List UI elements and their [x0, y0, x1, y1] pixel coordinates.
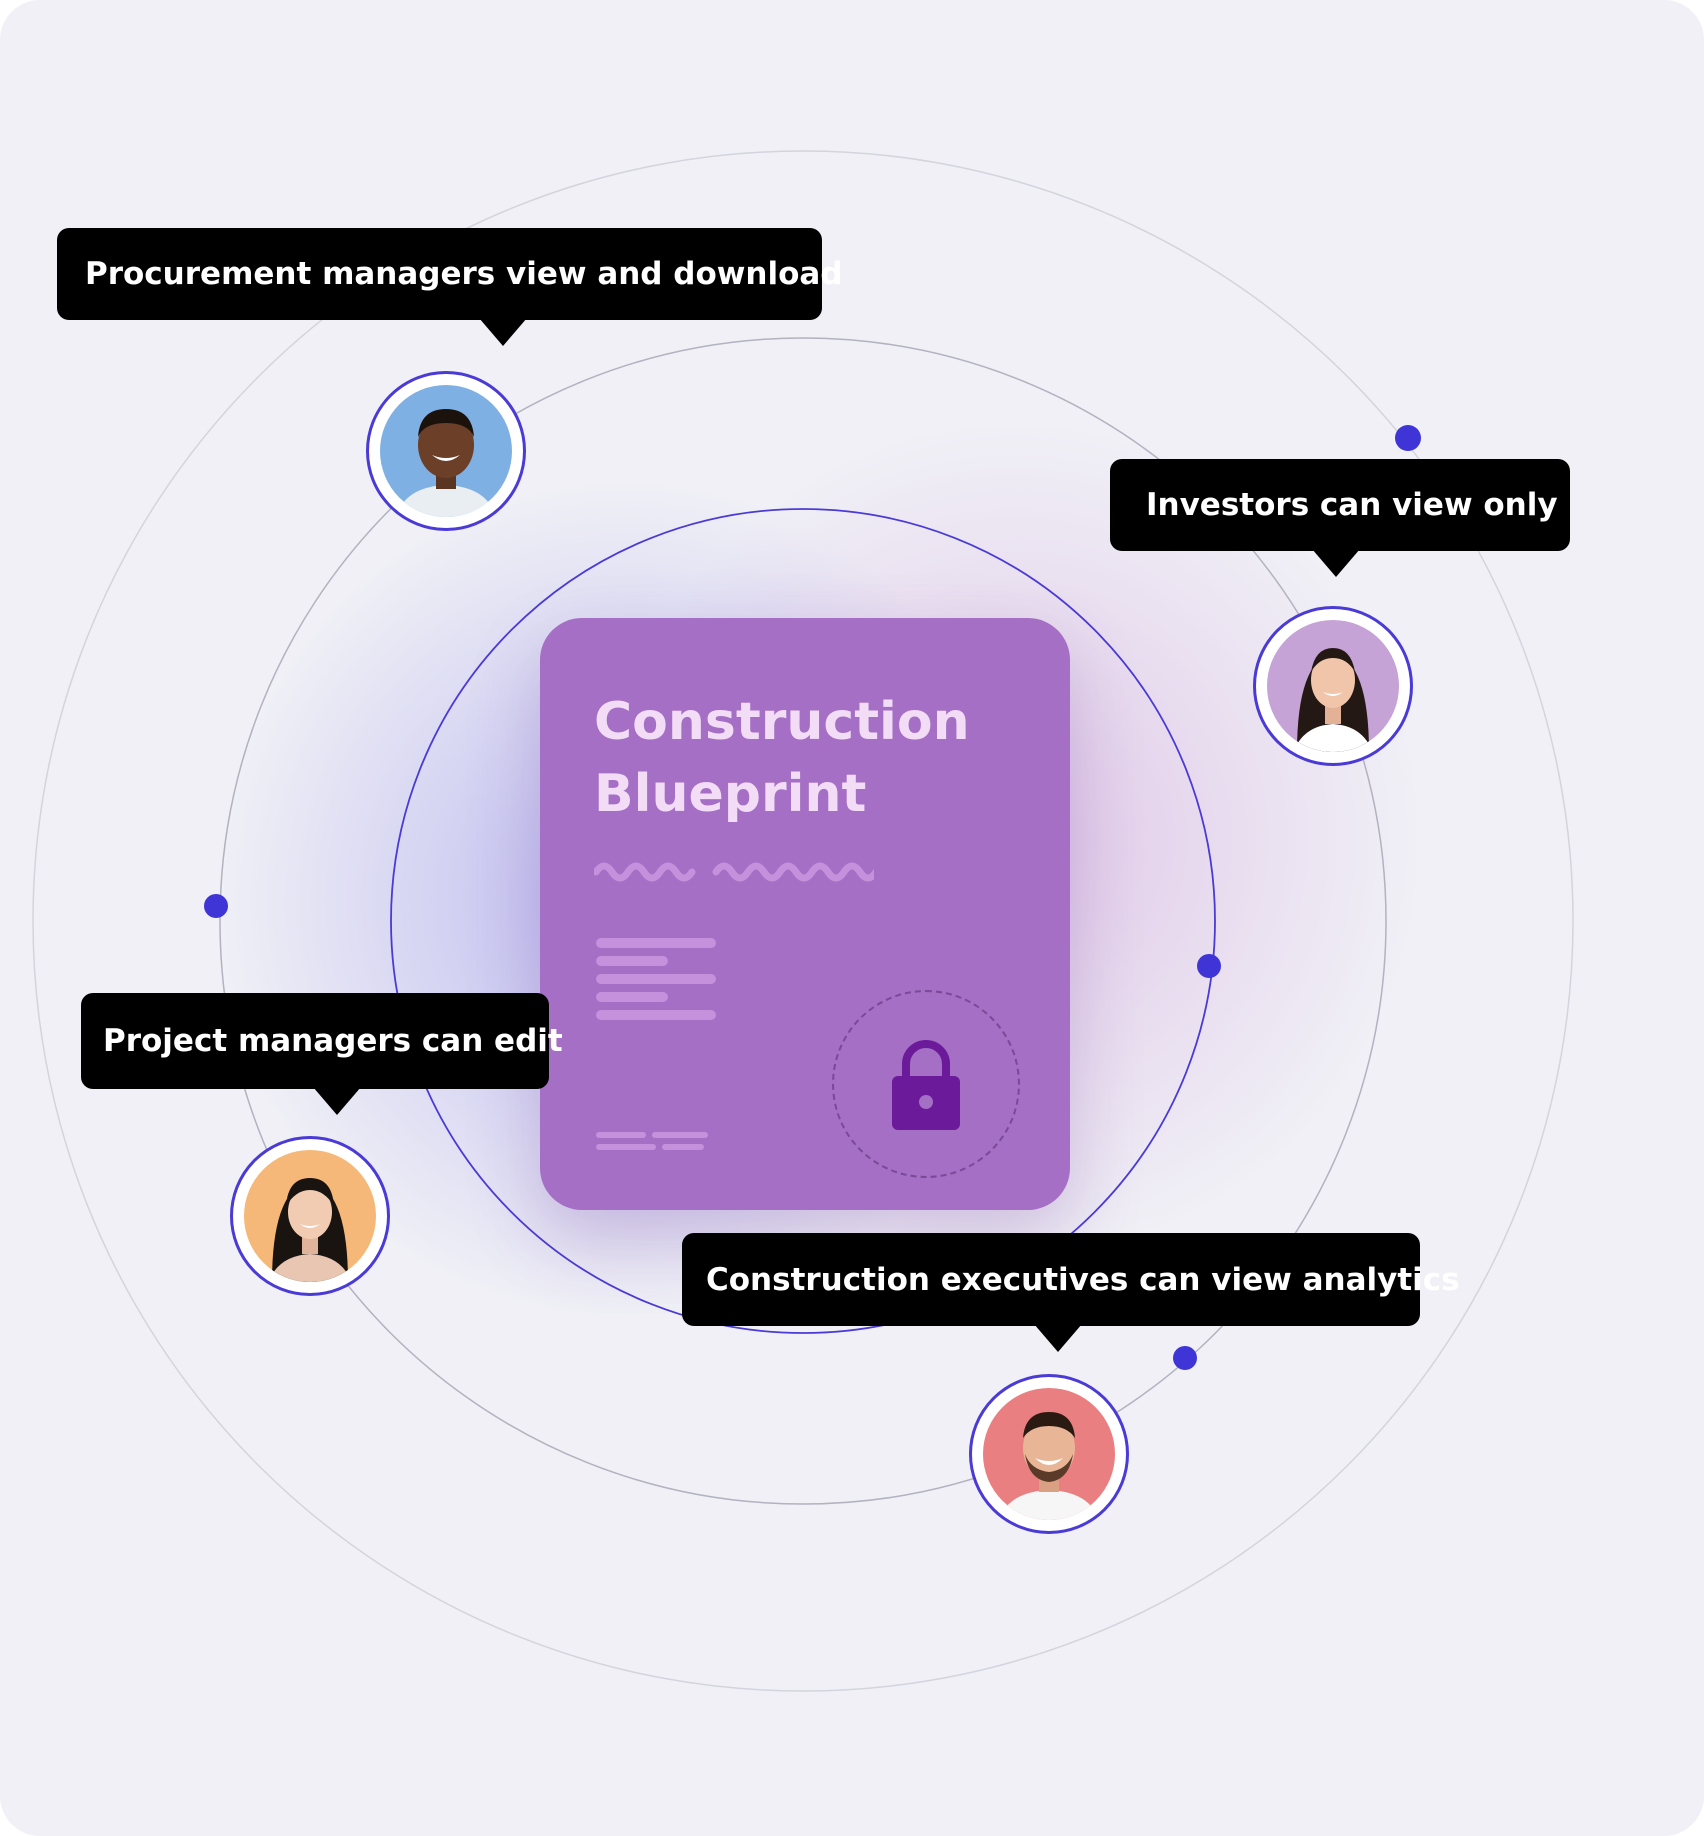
avatar-project-manager: [230, 1136, 390, 1296]
orbit-dot: [1173, 1346, 1197, 1370]
outer-orbit: [32, 150, 1574, 1692]
avatar-construction-executive: [969, 1374, 1129, 1534]
person-avatar-icon: [983, 1388, 1115, 1520]
avatar-procurement-manager: [366, 371, 526, 531]
lock-ring: [832, 990, 1020, 1178]
lock-icon: [892, 1040, 960, 1130]
middle-orbit: [219, 337, 1387, 1505]
inner-orbit: [390, 508, 1216, 1334]
avatar-investor: [1253, 606, 1413, 766]
person-avatar-icon: [1267, 620, 1399, 752]
text-placeholder-lines: [596, 938, 716, 1020]
person-avatar-icon: [244, 1150, 376, 1282]
orbit-dot: [204, 894, 228, 918]
footer-placeholder-lines: [596, 1132, 708, 1150]
orbit-dot: [1197, 954, 1221, 978]
role-tooltip-investors: Investors can view only: [1110, 459, 1570, 577]
role-tooltip-procurement: Procurement managers view and download: [57, 228, 843, 346]
orbit-dot: [1395, 425, 1421, 451]
role-tooltip-project-managers: Project managers can edit: [81, 993, 563, 1115]
signature-scribble: [594, 862, 874, 882]
person-avatar-icon: [380, 385, 512, 517]
document-title: Construction Blueprint: [594, 692, 970, 824]
role-tooltip-executives: Construction executives can view analyti…: [682, 1233, 1460, 1352]
document-card: Construction Blueprint: [540, 618, 1070, 1210]
